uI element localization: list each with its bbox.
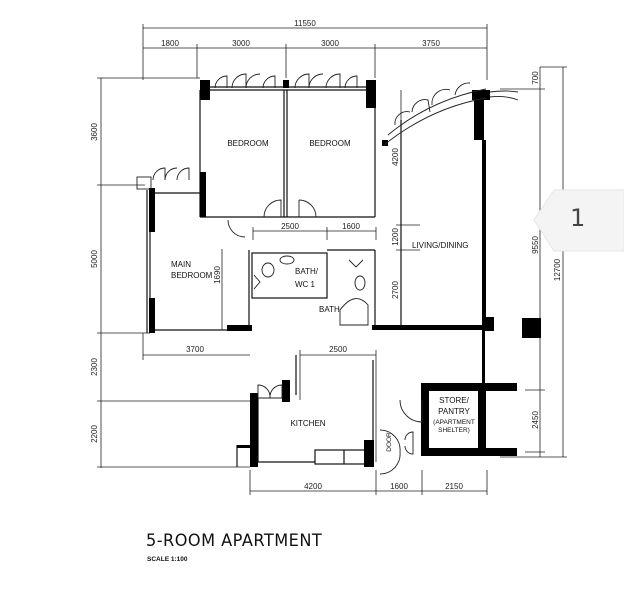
dim-inner-3: 2700 [391,281,400,299]
dim-top-1: 1800 [161,39,179,48]
dim-kitchen-top: 2500 [329,345,347,354]
dim-right-2450: 2450 [531,411,540,429]
page-indicator-tab[interactable] [533,189,624,252]
dim-bottom-1: 4200 [304,482,322,491]
drawing-scale: SCALE 1:100 [147,556,188,563]
dim-right-700: 700 [531,71,540,85]
drawing-title: 5-ROOM APARTMENT [146,531,323,551]
label-refuse-chute: DOOR [386,432,393,452]
label-main-bedroom-2: BEDROOM [171,271,213,280]
label-store-2: PANTRY [438,407,470,416]
dim-bath-1: 2500 [281,222,299,231]
dim-top-4: 3750 [422,39,440,48]
page-indicator-number: 1 [570,204,586,232]
label-kitchen: KITCHEN [290,419,325,428]
dim-left-2: 5000 [90,250,99,268]
dim-bath-2: 1600 [342,222,360,231]
label-store-4: SHELTER) [438,427,470,434]
dim-total-width: 11550 [294,19,316,28]
doors-windows [136,73,519,475]
dim-left-1: 3600 [90,123,99,141]
label-bath-wc1-2: WC 1 [295,280,316,289]
dim-bottom-2: 1600 [390,482,408,491]
room-labels: BEDROOM BEDROOM MAIN BEDROOM BATH/ WC 1 … [171,139,475,452]
dim-1690: 1690 [213,266,222,284]
dim-right-9550: 9550 [531,236,540,254]
label-store-3: (APARTMENT [433,419,475,426]
dim-left-3: 2300 [90,358,99,376]
label-bath-wc1-1: BATH/ [295,267,319,276]
dim-bottom-3: 2150 [445,482,463,491]
structural-walls [149,80,541,467]
dim-main-bedroom: 3700 [186,345,204,354]
dim-top-3: 3000 [321,39,339,48]
label-store-1: STORE/ [439,396,469,405]
label-bedroom-1: BEDROOM [227,139,269,148]
dim-left-4: 2200 [90,425,99,443]
label-bedroom-2: BEDROOM [309,139,351,148]
dimension-lines [97,24,567,495]
dim-inner-1: 4200 [391,148,400,166]
label-living-dining: LIVING/DINING [412,241,468,250]
label-bath-2: BATH [319,305,340,314]
dim-top-2: 3000 [232,39,250,48]
dimension-labels: 11550 1800 3000 3000 3750 3600 5000 2300… [90,19,562,491]
dim-inner-2: 1200 [391,228,400,246]
dim-right-12700: 12700 [553,258,562,281]
label-main-bedroom-1: MAIN [171,260,191,269]
